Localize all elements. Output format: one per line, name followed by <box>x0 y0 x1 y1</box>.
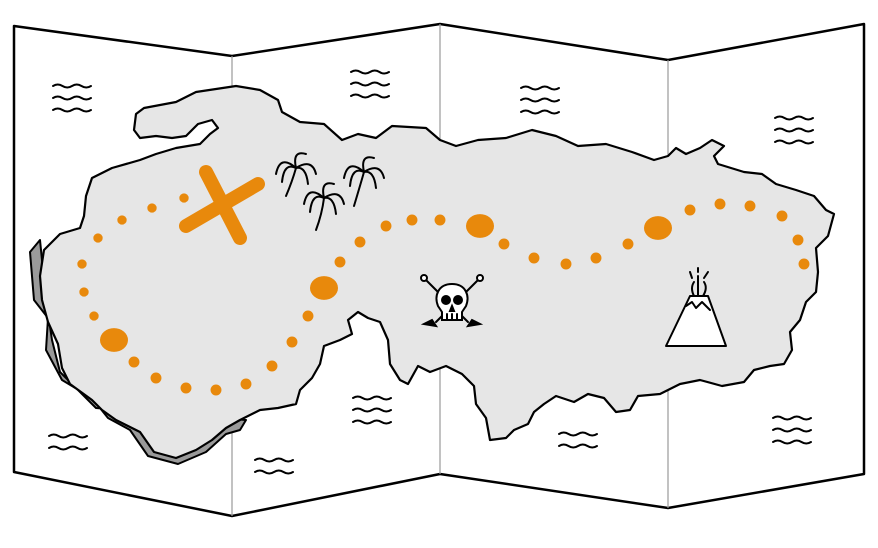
route-dot <box>240 378 252 390</box>
route-dot <box>150 372 162 384</box>
treasure-route <box>77 193 810 396</box>
water-waves-icon <box>254 457 294 475</box>
island <box>38 84 836 460</box>
route-large-dot <box>466 214 494 238</box>
route-dot <box>266 360 278 372</box>
route-dot <box>354 236 366 248</box>
route-dot <box>334 256 346 268</box>
wave-line <box>52 83 92 89</box>
route-dot <box>528 252 540 264</box>
route-dot <box>434 214 446 226</box>
wave-line <box>772 427 812 433</box>
wave-line <box>774 139 814 145</box>
water-waves-icon <box>558 431 598 449</box>
wave-line <box>352 419 392 425</box>
water-waves-icon <box>350 69 390 99</box>
volcano-icon <box>665 267 727 347</box>
skull-crossed-swords-icon <box>420 274 484 328</box>
route-dot <box>560 258 572 270</box>
route-large-dot <box>644 216 672 240</box>
wave-line <box>774 127 814 133</box>
wave-line <box>254 469 294 475</box>
water-waves-icon <box>48 433 88 451</box>
route-dot <box>147 203 157 213</box>
wave-line <box>772 439 812 445</box>
water-waves-icon <box>352 395 392 425</box>
route-dot <box>302 310 314 322</box>
route-dot <box>380 220 392 232</box>
route-dot <box>179 193 189 203</box>
wave-line <box>352 407 392 413</box>
wave-line <box>48 445 88 451</box>
wave-line <box>558 431 598 437</box>
wave-line <box>772 415 812 421</box>
wave-line <box>350 93 390 99</box>
route-dot <box>210 384 222 396</box>
wave-line <box>558 443 598 449</box>
route-dot <box>684 204 696 216</box>
water-waves-icon <box>52 83 92 113</box>
route-dot <box>128 356 140 368</box>
wave-line <box>350 81 390 87</box>
route-large-dot <box>100 328 128 352</box>
route-dot <box>498 238 510 250</box>
route-dot <box>776 210 788 222</box>
palm-trees-icon <box>275 152 385 231</box>
route-dot <box>744 200 756 212</box>
wave-line <box>520 97 560 103</box>
wave-line <box>520 85 560 91</box>
wave-line <box>352 395 392 401</box>
route-large-dot <box>310 276 338 300</box>
route-dot <box>622 238 634 250</box>
route-dot <box>406 214 418 226</box>
wave-line <box>350 69 390 75</box>
route-dot <box>79 287 89 297</box>
water-waves-icon <box>772 415 812 445</box>
treasure-x-mark-icon <box>179 165 265 245</box>
route-dot <box>792 234 804 246</box>
route-dot <box>286 336 298 348</box>
wave-line <box>254 457 294 463</box>
route-dot <box>714 198 726 210</box>
route-dot <box>590 252 602 264</box>
water-waves-icon <box>520 85 560 115</box>
wave-line <box>48 433 88 439</box>
route-dot <box>77 259 87 269</box>
route-dot <box>93 233 103 243</box>
route-dot <box>180 382 192 394</box>
water-waves-icons <box>48 69 814 475</box>
wave-line <box>52 107 92 113</box>
wave-line <box>520 109 560 115</box>
route-dot <box>89 311 99 321</box>
route-dot <box>798 258 810 270</box>
wave-line <box>774 115 814 121</box>
water-waves-icon <box>774 115 814 145</box>
route-dot <box>117 215 127 225</box>
wave-line <box>52 95 92 101</box>
